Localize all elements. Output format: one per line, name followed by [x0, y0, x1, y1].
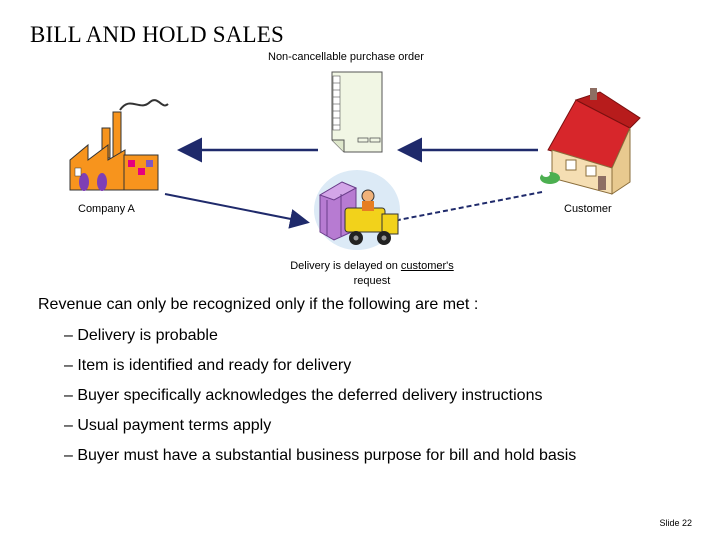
delivery-delay-note: Delivery is delayed on customer's reques…	[272, 259, 472, 289]
delivery-arrow-to-customer	[387, 191, 543, 223]
house-icon	[540, 88, 641, 195]
factory-icon	[69, 99, 169, 191]
delay-note-prefix: Delivery is delayed on	[290, 260, 401, 272]
customer-label: Customer	[564, 203, 612, 215]
condition-item: – Usual payment terms apply	[64, 417, 272, 434]
bill-and-hold-diagram	[69, 71, 641, 250]
purchase-order-document-icon	[331, 71, 383, 153]
condition-item: – Buyer specifically acknowledges the de…	[64, 387, 543, 404]
slide-number: Slide 22	[659, 518, 692, 528]
delay-note-suffix: request	[353, 275, 391, 287]
forklift-delivery-icon	[314, 170, 400, 250]
condition-item: – Buyer must have a substantial business…	[64, 447, 577, 464]
condition-item: – Item is identified and ready for deliv…	[64, 357, 352, 374]
slide-title: BILL AND HOLD SALES	[30, 22, 285, 47]
company-a-label: Company A	[78, 203, 135, 215]
delivery-arrow-from-company	[164, 193, 310, 229]
condition-item: – Delivery is probable	[64, 327, 218, 344]
recognition-intro: Revenue can only be recognized only if t…	[38, 296, 479, 313]
purchase-order-caption: Non-cancellable purchase order	[268, 51, 424, 63]
conditions-list: – Delivery is probable – Item is identif…	[64, 326, 576, 476]
delay-note-underlined: customer's	[400, 260, 454, 272]
